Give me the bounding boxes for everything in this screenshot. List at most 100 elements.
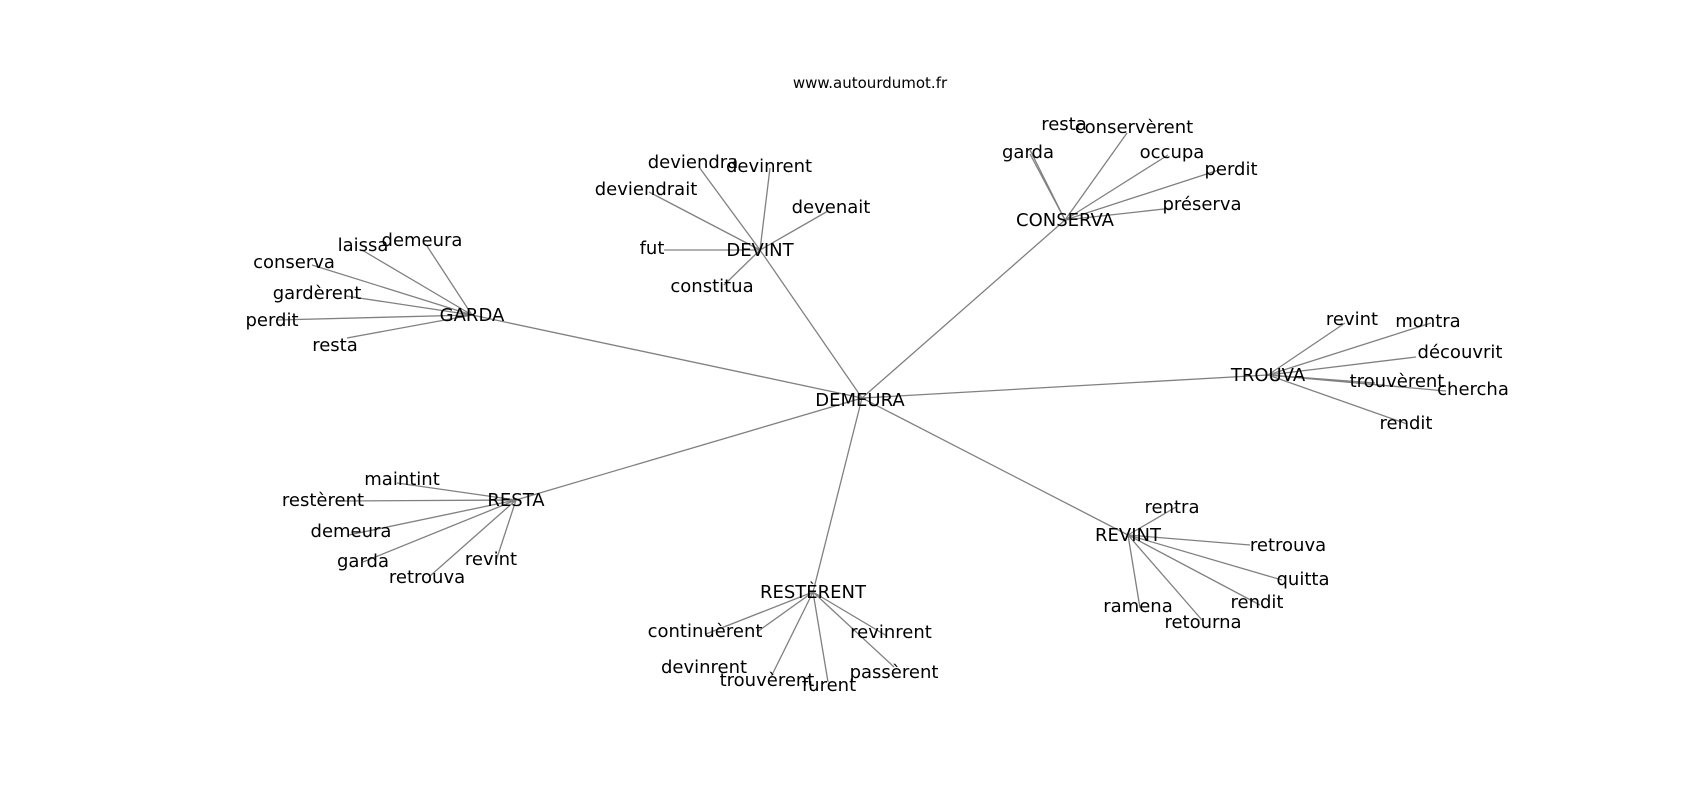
edge-hub-leaf bbox=[759, 167, 771, 251]
leaf-node-label: garda bbox=[1002, 142, 1054, 163]
edge-hub-leaf bbox=[812, 591, 888, 637]
leaf-node-label: revint bbox=[465, 549, 517, 570]
edge-hub-leaf bbox=[1127, 534, 1261, 606]
labels: DEMEURAGARDAlaissademeuraconservagardère… bbox=[245, 114, 1508, 696]
leaf-node-label: rendit bbox=[1380, 413, 1433, 434]
edge-hub-leaf bbox=[698, 166, 761, 251]
leaf-node-label: devenait bbox=[792, 197, 871, 218]
edges bbox=[276, 132, 1447, 683]
edge-hub-leaf bbox=[1127, 506, 1177, 536]
leaf-node-label: garda bbox=[337, 551, 389, 572]
edge-hub-leaf bbox=[1064, 169, 1220, 221]
edge-root-hub bbox=[759, 249, 863, 399]
leaf-node-label: devinrent bbox=[661, 657, 747, 678]
leaf-node-label: trouvèrent bbox=[1350, 371, 1445, 392]
hub-node-label: DEVINT bbox=[726, 240, 794, 261]
edge-hub-leaf bbox=[346, 314, 473, 339]
leaf-node-label: ramena bbox=[1103, 596, 1172, 617]
leaf-node-label: demeura bbox=[382, 230, 463, 251]
edge-hub-leaf bbox=[1029, 153, 1066, 221]
edge-hub-leaf bbox=[1267, 356, 1417, 376]
hub-node-label: TROUVA bbox=[1230, 365, 1306, 386]
edge-hub-leaf bbox=[1064, 207, 1174, 221]
leaf-node-label: conservèrent bbox=[1075, 117, 1193, 138]
leaf-node-label: occupa bbox=[1140, 142, 1205, 163]
edge-hub-leaf bbox=[812, 591, 829, 683]
root-node-label: DEMEURA bbox=[815, 390, 905, 411]
edge-hub-leaf bbox=[1127, 534, 1283, 581]
leaf-node-label: retrouva bbox=[1250, 535, 1326, 556]
leaf-node-label: perdit bbox=[245, 310, 298, 331]
edge-hub-leaf bbox=[812, 591, 895, 668]
leaf-node-label: rendit bbox=[1231, 592, 1284, 613]
edge-hub-leaf bbox=[1127, 534, 1141, 609]
edge-hub-leaf bbox=[756, 591, 814, 633]
edge-hub-leaf bbox=[345, 295, 473, 316]
edge-hub-leaf bbox=[348, 499, 517, 536]
leaf-node-label: chercha bbox=[1437, 379, 1509, 400]
leaf-node-label: retourna bbox=[1164, 612, 1241, 633]
edge-root-hub bbox=[515, 397, 863, 501]
leaf-node-label: perdit bbox=[1204, 159, 1257, 180]
leaf-node-label: montra bbox=[1395, 311, 1460, 332]
edge-hub-leaf bbox=[276, 314, 473, 321]
edge-hub-leaf bbox=[426, 245, 473, 316]
edge-root-hub bbox=[861, 374, 1269, 399]
leaf-node-label: demeura bbox=[311, 521, 392, 542]
leaf-node-label: quitta bbox=[1277, 569, 1330, 590]
leaf-node-label: maintint bbox=[364, 469, 440, 490]
edge-root-hub bbox=[861, 397, 1129, 536]
leaf-node-label: retrouva bbox=[389, 567, 465, 588]
edge-root-hub bbox=[861, 219, 1066, 399]
edge-hub-leaf bbox=[361, 249, 473, 316]
edge-hub-leaf bbox=[1267, 374, 1408, 425]
leaf-node-label: devinrent bbox=[726, 156, 812, 177]
edge-hub-leaf bbox=[705, 591, 814, 635]
edge-hub-leaf bbox=[495, 499, 517, 562]
leaf-node-label: gardèrent bbox=[273, 283, 362, 304]
hub-node-label: RESTA bbox=[487, 490, 545, 511]
leaf-node-label: fut bbox=[640, 238, 665, 259]
leaf-node-label: trouvèrent bbox=[720, 670, 815, 691]
edge-hub-leaf bbox=[429, 499, 517, 577]
leaf-node-label: découvrit bbox=[1418, 342, 1503, 363]
edge-hub-leaf bbox=[723, 249, 761, 286]
leaf-node-label: deviendra bbox=[648, 152, 739, 173]
edge-hub-leaf bbox=[338, 499, 517, 502]
edge-hub-leaf bbox=[1127, 534, 1251, 546]
edge-hub-leaf bbox=[1267, 374, 1447, 392]
edge-hub-leaf bbox=[1267, 322, 1346, 376]
leaf-node-label: continuèrent bbox=[648, 621, 763, 642]
edge-hub-leaf bbox=[311, 264, 473, 316]
leaf-node-label: revinrent bbox=[850, 622, 932, 643]
edge-root-hub bbox=[471, 314, 863, 399]
leaf-node-label: préserva bbox=[1162, 194, 1241, 215]
leaf-node-label: passèrent bbox=[850, 662, 939, 683]
edge-hub-leaf bbox=[1127, 534, 1203, 621]
edge-hub-leaf bbox=[1064, 154, 1169, 221]
hub-node-label: CONSERVA bbox=[1016, 210, 1115, 231]
hub-node-label: REVINT bbox=[1095, 525, 1162, 546]
hub-node-label: GARDA bbox=[440, 305, 505, 326]
leaf-node-label: laissa bbox=[338, 235, 389, 256]
edge-hub-leaf bbox=[362, 499, 517, 563]
edge-hub-leaf bbox=[396, 482, 517, 501]
leaf-node-label: resta bbox=[312, 335, 358, 356]
leaf-node-label: conserva bbox=[253, 252, 335, 273]
hub-node-label: RESTÈRENT bbox=[760, 581, 867, 603]
edge-hub-leaf bbox=[1064, 132, 1128, 221]
leaf-node-label: deviendrait bbox=[595, 179, 698, 200]
edge-hub-leaf bbox=[759, 210, 829, 251]
leaf-node-label: rentra bbox=[1145, 497, 1200, 518]
site-url: www.autourdumot.fr bbox=[793, 74, 948, 92]
edge-hub-leaf bbox=[648, 191, 761, 251]
leaf-node-label: restèrent bbox=[282, 490, 364, 511]
leaf-node-label: revint bbox=[1326, 309, 1378, 330]
leaf-node-label: furent bbox=[802, 675, 856, 696]
edge-root-hub bbox=[812, 397, 863, 593]
leaf-node-label: constitua bbox=[670, 276, 753, 297]
edge-hub-leaf bbox=[770, 591, 814, 678]
edge-hub-leaf bbox=[1267, 322, 1432, 376]
leaf-node-label: resta bbox=[1041, 114, 1087, 135]
